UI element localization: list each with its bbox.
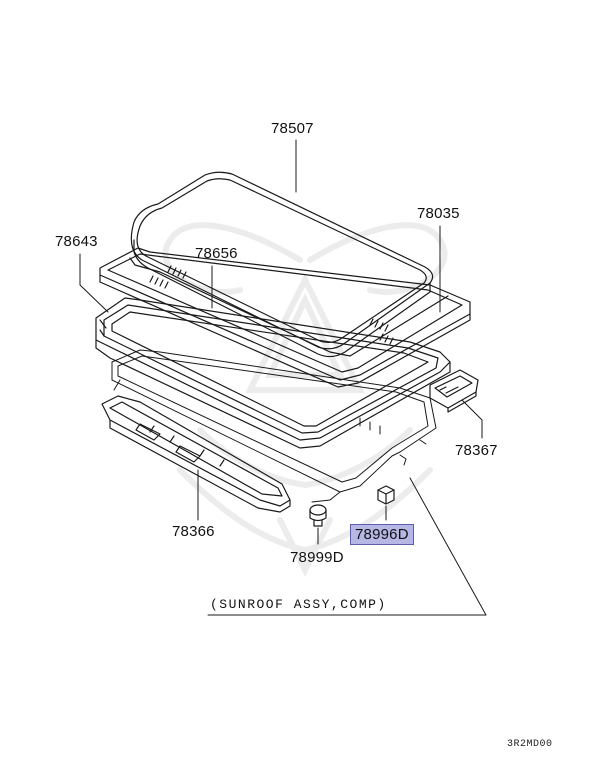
label-78507[interactable]: 78507 bbox=[271, 120, 314, 137]
label-78999D[interactable]: 78999D bbox=[290, 549, 344, 566]
watermark-emblem-icon bbox=[162, 222, 448, 577]
label-78367[interactable]: 78367 bbox=[455, 442, 498, 459]
part-78999D-clip bbox=[309, 504, 327, 527]
part-78643-seal bbox=[95, 297, 451, 449]
part-78366-trough bbox=[101, 395, 291, 513]
label-78656[interactable]: 78656 bbox=[195, 245, 238, 262]
assembly-caption: (SUNROOF ASSY,COMP) bbox=[210, 597, 387, 612]
part-sunroof-housing bbox=[111, 349, 437, 503]
diagram-code: 3R2MD00 bbox=[507, 739, 553, 750]
leader-lines bbox=[79, 139, 487, 616]
part-78996D-nut bbox=[377, 485, 395, 505]
leader-assy bbox=[207, 477, 487, 616]
leader-78367 bbox=[461, 399, 483, 439]
label-78643[interactable]: 78643 bbox=[55, 233, 98, 250]
label-78035[interactable]: 78035 bbox=[417, 205, 460, 222]
leader-78643 bbox=[79, 253, 109, 313]
part-78367-rail bbox=[429, 369, 479, 413]
label-78366[interactable]: 78366 bbox=[172, 523, 215, 540]
label-78996D[interactable]: 78996D bbox=[350, 524, 414, 545]
